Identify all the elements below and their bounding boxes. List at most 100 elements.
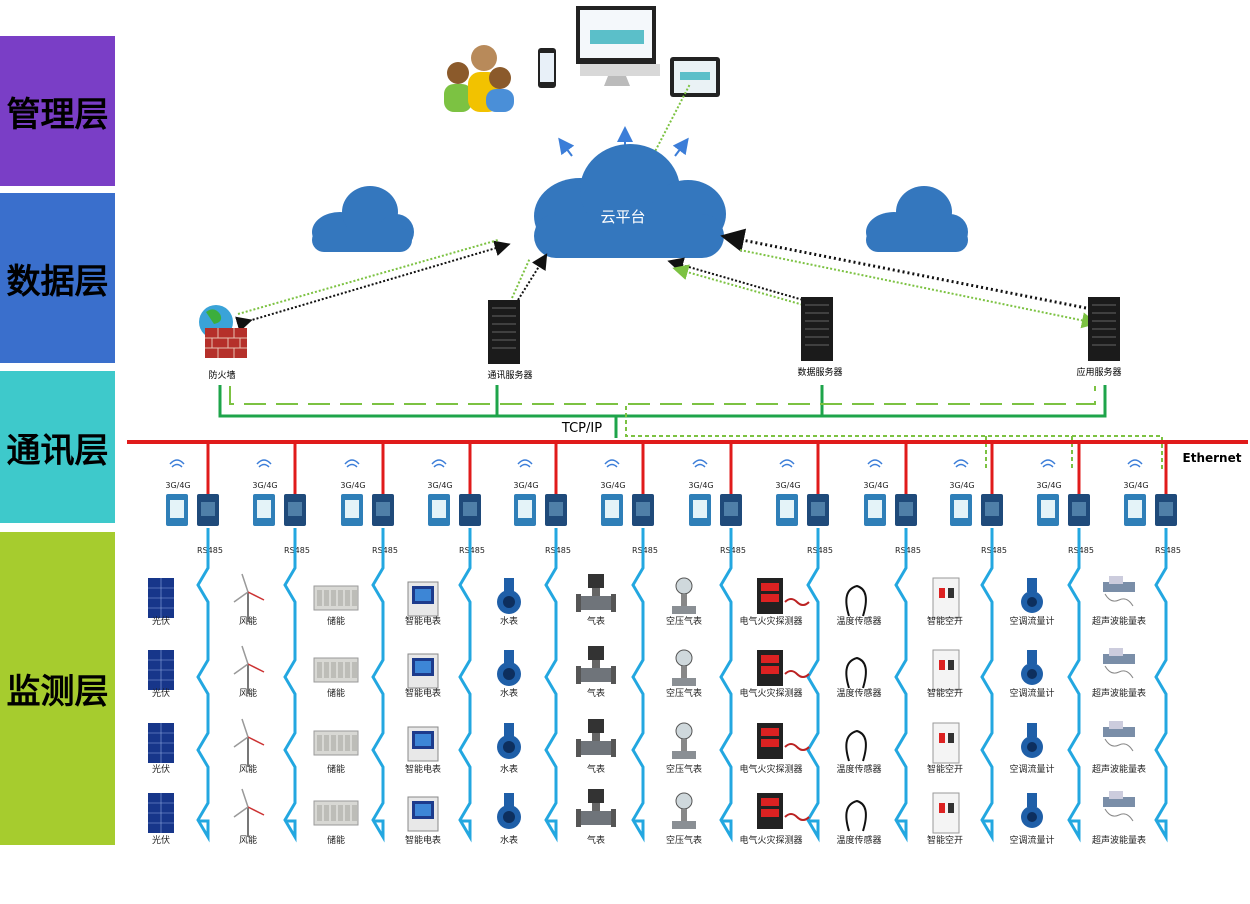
gateway-icon (689, 494, 742, 526)
solar-panel-icon (148, 578, 174, 618)
converter-face (288, 502, 302, 516)
rs485-bus (894, 528, 908, 843)
wifi-icon (692, 459, 708, 468)
fire-detector-icon (757, 650, 810, 686)
gateway-icon (253, 494, 306, 526)
ultrasonic-meter-icon-part (1104, 593, 1134, 607)
layer-management: 管理层 (0, 36, 115, 186)
flow-meter-icon-part (1027, 793, 1037, 807)
fire-detector-icon-part (761, 594, 779, 602)
device-label: 智能电表 (405, 615, 441, 627)
air-compressor-meter-icon-part (681, 809, 687, 823)
rs485-bus (458, 528, 472, 843)
rs485-label: RS485 (895, 546, 921, 555)
converter-face (376, 502, 390, 516)
device-label: 水表 (500, 763, 518, 775)
battery-storage-icon-part (324, 590, 329, 606)
layer-communication-label: 通讯层 (6, 430, 109, 471)
wind-turbine-icon-part (247, 591, 265, 601)
ultrasonic-meter-icon-part (1104, 738, 1134, 752)
gas-meter-icon-part (576, 594, 581, 612)
gateway-label: 3G/4G (600, 481, 625, 490)
fire-detector-icon (757, 723, 810, 759)
smart-meter-icon-part (415, 661, 431, 673)
wifi-icon (953, 459, 969, 468)
layer-management-label: 管理层 (6, 94, 109, 135)
fire-detector-icon-part (761, 728, 779, 736)
device-label: 光伏 (152, 763, 170, 775)
device-label: 智能电表 (405, 687, 441, 699)
gas-meter-icon-part (578, 596, 614, 610)
layer-data: 数据层 (0, 193, 115, 363)
smart-breaker-icon-part (939, 803, 945, 813)
fire-detector-icon-part (784, 813, 810, 821)
temperature-sensor-icon-part (845, 799, 867, 832)
rs485-label: RS485 (1068, 546, 1094, 555)
device-label: 智能空开 (927, 763, 963, 775)
air-compressor-meter-icon-part (675, 722, 693, 740)
air-compressor-meter-icon-part (681, 739, 687, 753)
gas-meter-icon-part (592, 733, 600, 741)
device-label: 智能电表 (405, 763, 441, 775)
device-label: 储能 (327, 763, 345, 775)
device-label: 智能空开 (927, 615, 963, 627)
converter-face (549, 502, 563, 516)
air-compressor-meter-icon (672, 649, 696, 686)
wind-turbine-icon-part (247, 806, 265, 816)
temperature-sensor-icon (845, 584, 867, 617)
gateway-label: 3G/4G (688, 481, 713, 490)
phone-icon (538, 48, 556, 88)
rs485-bus (806, 528, 820, 843)
fire-detector-icon-part (761, 583, 779, 591)
gateway-face (1128, 500, 1142, 518)
water-meter-icon-part (504, 578, 514, 594)
air-compressor-meter-icon-part (675, 649, 693, 667)
converter-face (985, 502, 999, 516)
gas-meter-icon (576, 719, 616, 757)
gas-meter-icon-part (592, 803, 600, 811)
wind-turbine-icon-part (247, 736, 265, 746)
device-label: 风能 (239, 834, 257, 846)
flow-meter-icon (1021, 578, 1043, 613)
device-label: 空调流量计 (1009, 763, 1054, 775)
solar-panel-icon (148, 650, 174, 690)
gateway-face (257, 500, 271, 518)
gateway-icon (514, 494, 567, 526)
wind-turbine-icon (233, 718, 265, 767)
flow-meter-icon (1021, 723, 1043, 758)
device-label: 水表 (500, 615, 518, 627)
gateway-icon (1124, 494, 1177, 526)
battery-storage-icon-part (338, 805, 343, 821)
gateway-icon (341, 494, 394, 526)
temperature-sensor-icon-part (845, 729, 867, 762)
air-compressor-meter-icon-part (675, 577, 693, 595)
battery-storage-icon-part (324, 662, 329, 678)
device-label: 智能空开 (927, 687, 963, 699)
smart-meter-icon (407, 726, 439, 762)
rs485-label: RS485 (1155, 546, 1181, 555)
gas-meter-icon-part (588, 646, 604, 660)
gateway-face (518, 500, 532, 518)
battery-storage-icon-part (324, 805, 329, 821)
water-meter-icon (497, 578, 521, 614)
device-label: 风能 (239, 687, 257, 699)
tablet-icon (670, 57, 720, 97)
device-label: 气表 (587, 615, 605, 627)
smart-breaker-icon-part (939, 733, 945, 743)
battery-storage-icon-part (352, 735, 357, 751)
rs485-bus (371, 528, 385, 843)
battery-storage-icon-part (345, 735, 350, 751)
water-meter-icon-part (503, 596, 515, 608)
water-meter-icon (497, 723, 521, 759)
water-meter-icon-part (504, 793, 514, 809)
cloud-platform-label: 云平台 (600, 208, 645, 226)
wind-turbine-icon-part (247, 663, 265, 673)
device-label: 智能空开 (927, 834, 963, 846)
battery-storage-icon-part (352, 662, 357, 678)
device-label: 超声波能量表 (1092, 763, 1146, 775)
rs485-bus (980, 528, 994, 843)
wifi-icon (517, 459, 533, 468)
link-app-cloud-green (739, 249, 1098, 329)
device-label: 空压气表 (666, 615, 702, 627)
water-meter-icon-part (503, 668, 515, 680)
